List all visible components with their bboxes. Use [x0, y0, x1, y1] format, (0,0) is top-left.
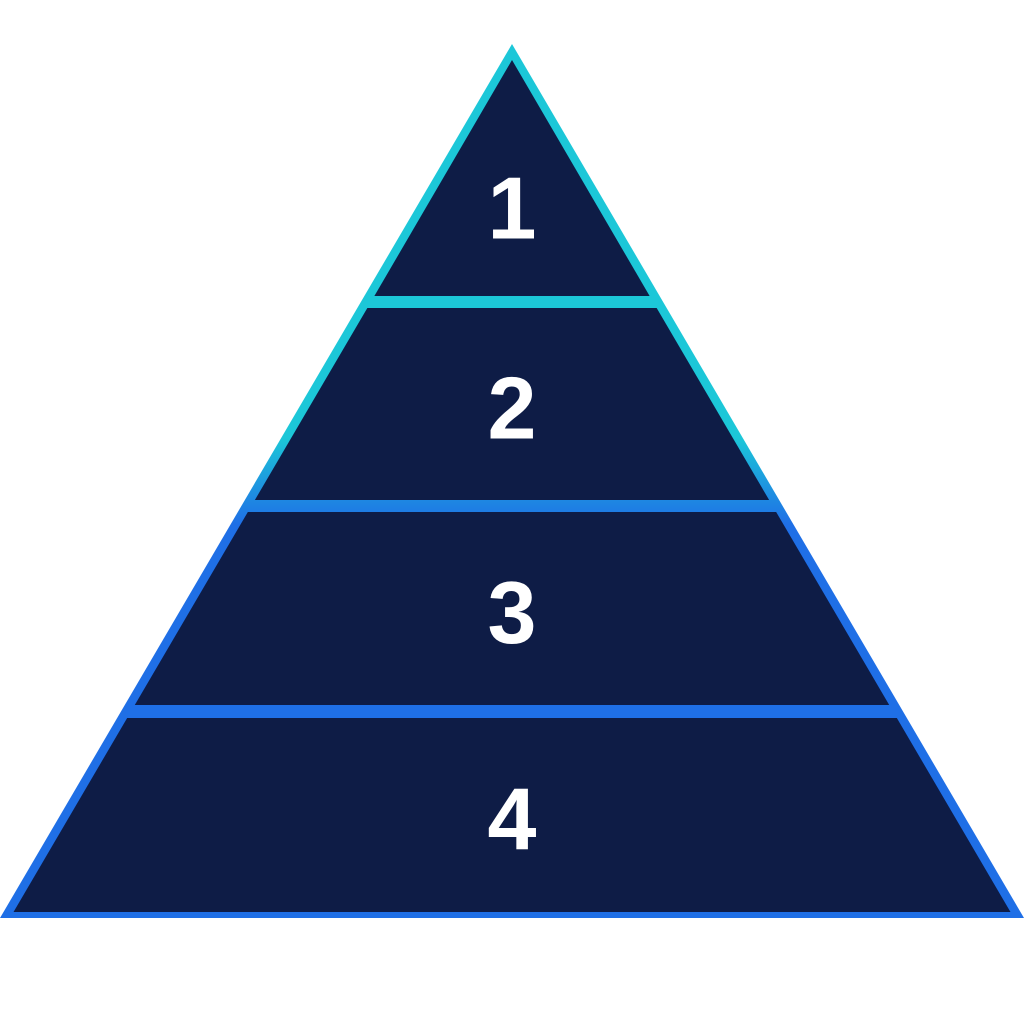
pyramid-tier-3-label: 3 [488, 563, 537, 662]
pyramid-tier-1 [374, 60, 650, 296]
pyramid-tier-4-label: 4 [488, 770, 537, 869]
pyramid-tier-3 [134, 512, 890, 705]
pyramid-tier-2 [254, 308, 770, 500]
pyramid-tier-2-label: 2 [488, 359, 537, 458]
pyramid-tier-4 [13, 718, 1011, 912]
pyramid-tier-1-label: 1 [488, 159, 537, 258]
